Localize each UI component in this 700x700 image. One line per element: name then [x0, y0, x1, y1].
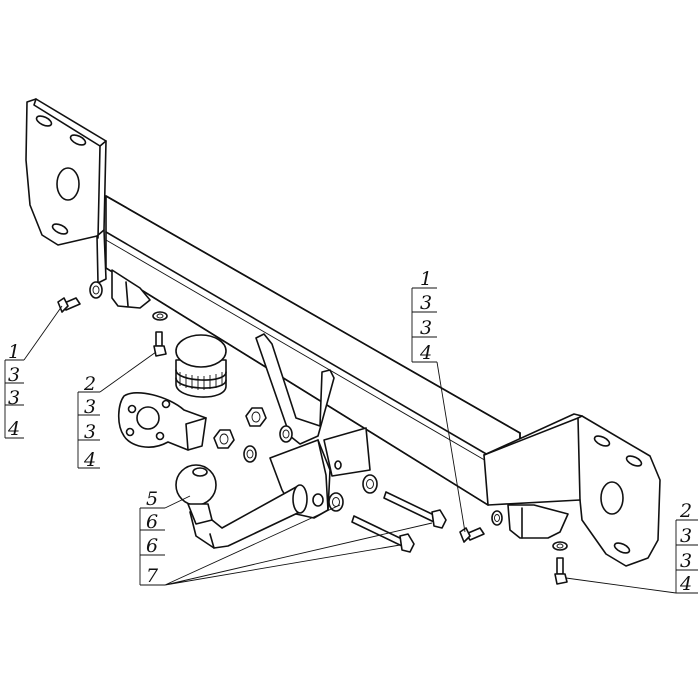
center-callout-4: 4	[83, 449, 96, 471]
left-callout-4: 4	[7, 418, 20, 440]
center-callout-3: 3	[84, 421, 96, 443]
right-lower-callout-1: 2	[679, 500, 692, 522]
center-callout-1: 2	[83, 373, 96, 395]
short-bolts	[57, 297, 568, 585]
main-cross-beam	[105, 195, 521, 506]
tow-arm-and-ball	[175, 464, 308, 549]
right-upper-callout-4: 4	[419, 342, 432, 364]
left-callout-1: 1	[8, 341, 20, 363]
callout-labels: 1 3 3 4 2 3 3 4 5 6 6 7 1 3 3 4 2 3 3 4	[7, 268, 692, 595]
ball-callout-3: 6	[146, 535, 158, 557]
right-upper-callout-1: 1	[420, 268, 432, 290]
callout-leaders	[4, 287, 698, 594]
ball-mount-bracket	[255, 333, 371, 519]
left-mounting-bracket	[25, 98, 107, 299]
ball-callout-1: 5	[146, 488, 158, 510]
left-callout-2: 3	[8, 364, 20, 386]
ball-callout-2: 6	[146, 511, 158, 533]
ball-cover-cap	[175, 334, 227, 398]
right-upper-callout-3: 3	[420, 317, 432, 339]
ball-callout-4: 7	[146, 565, 159, 587]
right-mounting-bracket	[483, 413, 661, 567]
center-callout-2: 3	[84, 396, 96, 418]
right-lower-callout-3: 3	[680, 550, 692, 572]
right-lower-callout-2: 3	[680, 525, 692, 547]
right-upper-callout-2: 3	[420, 292, 432, 314]
fasteners	[152, 311, 568, 551]
electric-socket-plate	[117, 392, 207, 451]
right-lower-callout-4: 4	[679, 573, 692, 595]
left-callout-3: 3	[8, 387, 20, 409]
long-bolts	[351, 491, 447, 553]
